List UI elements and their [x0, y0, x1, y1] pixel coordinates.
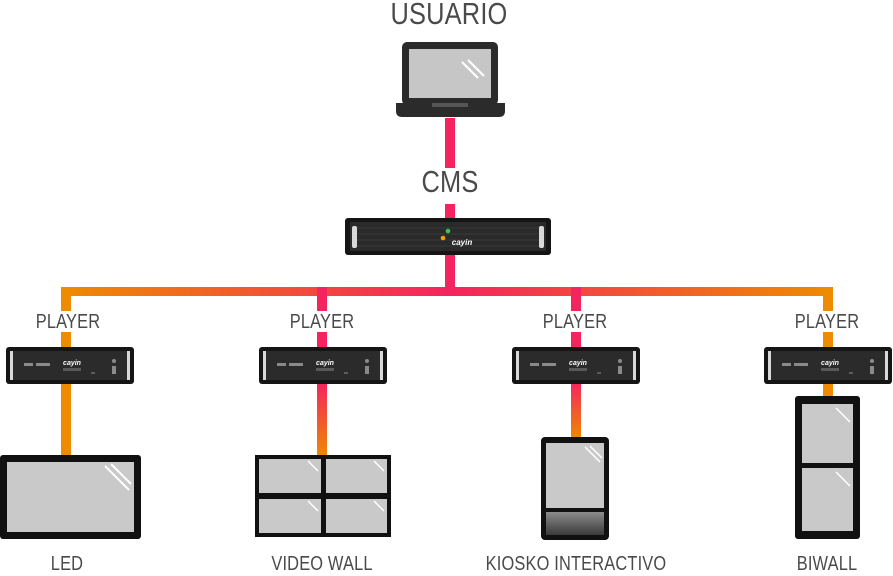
- video-wall-icon: [255, 455, 391, 537]
- player-device-icon: cayin: [259, 347, 387, 384]
- connector-cms-label-server: [445, 204, 455, 220]
- connector-cms-bus: [445, 252, 455, 296]
- connector-label-player-3: [571, 332, 581, 348]
- led-screen-icon: [0, 455, 141, 539]
- device-label-biwall: BIWALL: [796, 553, 858, 575]
- device-label-video-wall: VIDEO WALL: [271, 553, 373, 575]
- drop-player-4: [823, 287, 833, 311]
- drop-player-3: [571, 287, 581, 311]
- device-label-kiosk: KIOSKO INTERACTIVO: [485, 553, 667, 575]
- connectors: [61, 118, 833, 458]
- player-label-1: PLAYER: [35, 311, 101, 333]
- cms-label: CMS: [421, 164, 479, 199]
- connector-label-player-2: [317, 332, 327, 348]
- connector-label-player-1: [61, 332, 71, 348]
- player-label-2: PLAYER: [289, 311, 355, 333]
- connector-user-cms: [445, 118, 455, 168]
- connector-label-player-4: [823, 332, 833, 348]
- connector-player-videowall: [317, 382, 327, 458]
- connector-player-biwall: [823, 382, 833, 398]
- server-brand: cayin: [452, 238, 473, 247]
- drop-player-2: [317, 287, 327, 311]
- player-device-icon: cayin: [6, 347, 134, 384]
- bus-left: [61, 287, 450, 296]
- server-icon: cayin: [345, 218, 551, 255]
- players: cayin cayin cayin cayin: [6, 347, 892, 384]
- connector-player-led: [61, 382, 71, 458]
- status-led-green: [445, 228, 451, 234]
- user-label: USUARIO: [390, 0, 508, 31]
- player-device-icon: cayin: [764, 347, 892, 384]
- drop-player-1: [61, 287, 71, 311]
- biwall-icon: [795, 396, 860, 539]
- player-brand: cayin: [63, 360, 81, 367]
- player-brand: cayin: [316, 360, 334, 367]
- player-brand: cayin: [569, 360, 587, 367]
- status-led-orange: [440, 235, 446, 241]
- player-label-3: PLAYER: [542, 311, 608, 333]
- connector-player-kiosk: [571, 382, 581, 440]
- player-device-icon: cayin: [512, 347, 640, 384]
- device-label-led: LED: [50, 553, 84, 575]
- kiosk-icon: [541, 437, 609, 540]
- bus-right: [450, 287, 833, 296]
- player-label-4: PLAYER: [794, 311, 860, 333]
- player-brand: cayin: [821, 360, 839, 367]
- laptop-icon: [396, 42, 505, 117]
